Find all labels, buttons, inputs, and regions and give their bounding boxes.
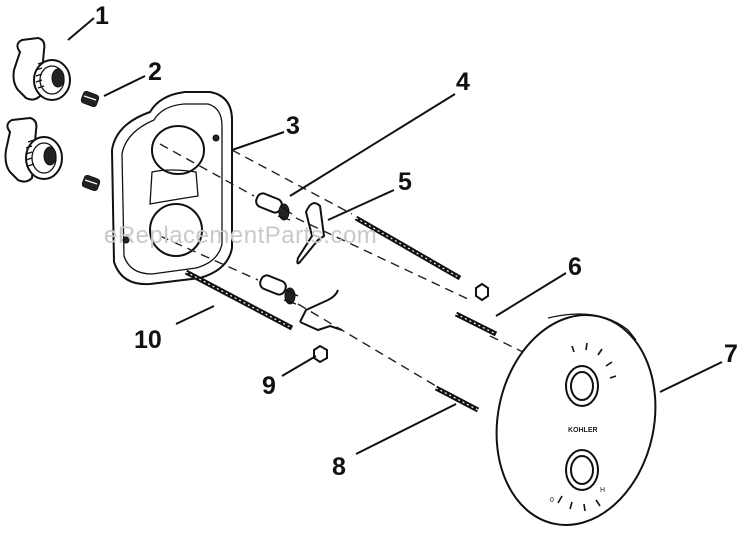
callout-numbers: 1 2 3 4 5 6 7 8 9 10 <box>95 2 738 481</box>
part-6-nut-and-screw <box>454 282 498 337</box>
faceplate-brand-label: KOHLER <box>568 427 598 434</box>
dial-high-mark: H <box>600 487 605 494</box>
callout-6: 6 <box>568 253 582 281</box>
watermark-text: eReplacementParts.com <box>104 222 377 249</box>
callout-9: 9 <box>262 372 276 400</box>
part-8-screw <box>434 385 480 413</box>
dial-low-mark: 0 <box>550 497 554 504</box>
callout-2: 2 <box>148 58 162 86</box>
part-10-long-screw <box>184 269 294 331</box>
part-5-wire-clips <box>296 202 343 332</box>
callout-8: 8 <box>332 453 346 481</box>
part-2-set-screws <box>80 90 101 192</box>
part-9-nut <box>313 344 328 364</box>
leader-lines <box>67 17 723 455</box>
callout-7: 7 <box>724 340 738 368</box>
part-7-faceplate: KOHLER 0 H <box>495 313 657 526</box>
part-3-mounting-plate <box>110 91 233 286</box>
part-4-cartridges <box>255 192 299 305</box>
callout-4: 4 <box>456 68 470 96</box>
callout-5: 5 <box>398 168 412 196</box>
part-1-threaded-adapters <box>4 36 71 183</box>
callout-10: 10 <box>134 326 162 354</box>
callout-3: 3 <box>286 112 300 140</box>
callout-1: 1 <box>95 2 109 30</box>
part-5-long-screw <box>354 215 462 281</box>
